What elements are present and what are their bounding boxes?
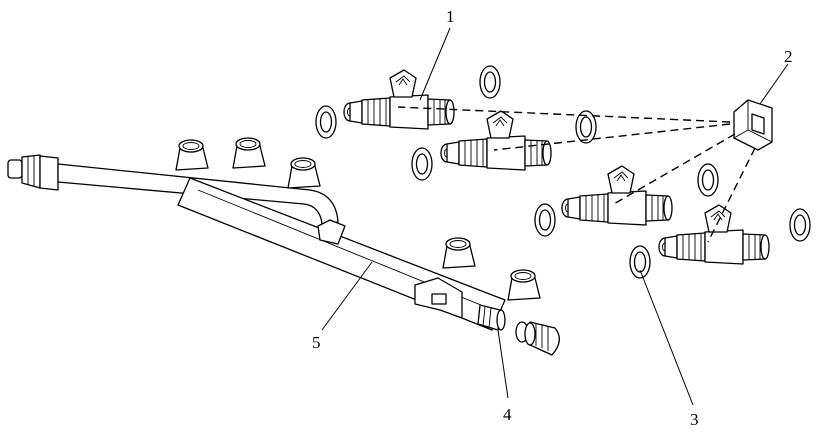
- retaining-clip: [733, 99, 773, 151]
- callout-5: 5: [312, 261, 373, 352]
- svg-text:4: 4: [503, 405, 512, 424]
- callout-2: 2: [759, 47, 793, 105]
- fuel-rail: [7, 137, 560, 356]
- callout-1: 1: [419, 7, 455, 101]
- svg-text:1: 1: [446, 7, 455, 26]
- svg-text:3: 3: [690, 410, 699, 429]
- assembly-lines: [397, 106, 756, 243]
- svg-text:5: 5: [312, 333, 321, 352]
- callout-3: 3: [639, 269, 699, 429]
- callout-4: 4: [497, 329, 512, 424]
- svg-text:2: 2: [784, 47, 793, 66]
